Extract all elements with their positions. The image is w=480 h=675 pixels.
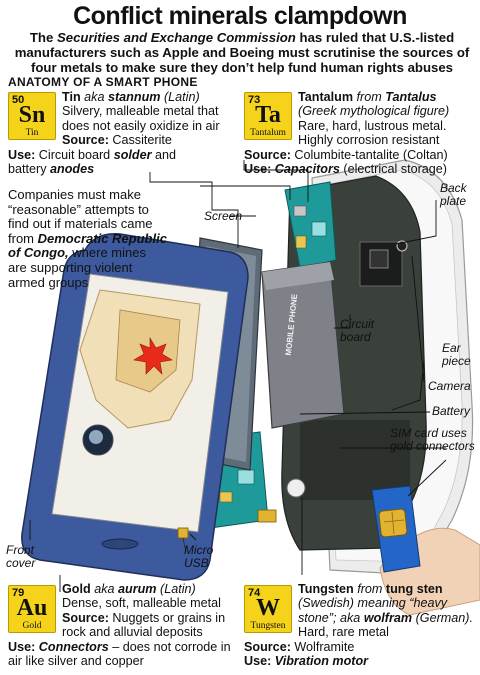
gold-desc: Gold aka aurum (Latin) Dense, soft, mall… <box>62 582 226 640</box>
sec-name: Securities and Exchange Commission <box>56 30 296 45</box>
callout-front-cover: Front cover <box>6 543 36 570</box>
tungsten-use: Source: Wolframite Use: Vibration motor <box>244 640 369 669</box>
element-box-tantalum: 73 Ta Tantalum <box>244 92 292 140</box>
callout-micro-usb: Micro USB <box>184 543 214 570</box>
micro-usb-shape <box>177 527 189 539</box>
callout-sim: SIM card uses gold connectors <box>390 426 475 453</box>
callout-camera: Camera <box>428 379 471 393</box>
tin-use: Use: Circuit board solder and battery an… <box>8 148 177 177</box>
element-box-tungsten: 74 W Tungsten <box>244 585 292 633</box>
gold-use: Use: Connectors – does not corrode in ai… <box>8 640 231 669</box>
callout-screen: Screen <box>204 209 243 223</box>
element-box-tin: 50 Sn Tin <box>8 92 56 140</box>
vibration-motor <box>286 478 306 498</box>
element-box-gold: 79 Au Gold <box>8 585 56 633</box>
callout-circuit-board: Circuit board <box>340 317 375 344</box>
tantalum-desc: Tantalum from Tantalus (Greek mythologic… <box>298 90 450 148</box>
section-title: ANATOMY OF A SMART PHONE <box>8 75 198 89</box>
home-button <box>101 538 139 550</box>
page-title: Conflict minerals clampdown <box>73 2 407 30</box>
callout-ear-piece: Ear piece <box>442 341 471 368</box>
callout-battery: Battery <box>432 404 471 418</box>
tungsten-desc: Tungsten from tung sten (Swedish) meanin… <box>298 582 473 640</box>
tin-desc: Tin aka stannum (Latin) Silvery, malleab… <box>62 90 220 148</box>
intro-text: The Securities and Exchange Commission h… <box>14 30 470 75</box>
callout-back-plate: Back plate <box>440 181 467 208</box>
tantalum-use: Source: Columbite-tantalite (Coltan) Use… <box>244 148 448 177</box>
drc-note: Companies must make “reasonable” attempt… <box>8 187 167 290</box>
